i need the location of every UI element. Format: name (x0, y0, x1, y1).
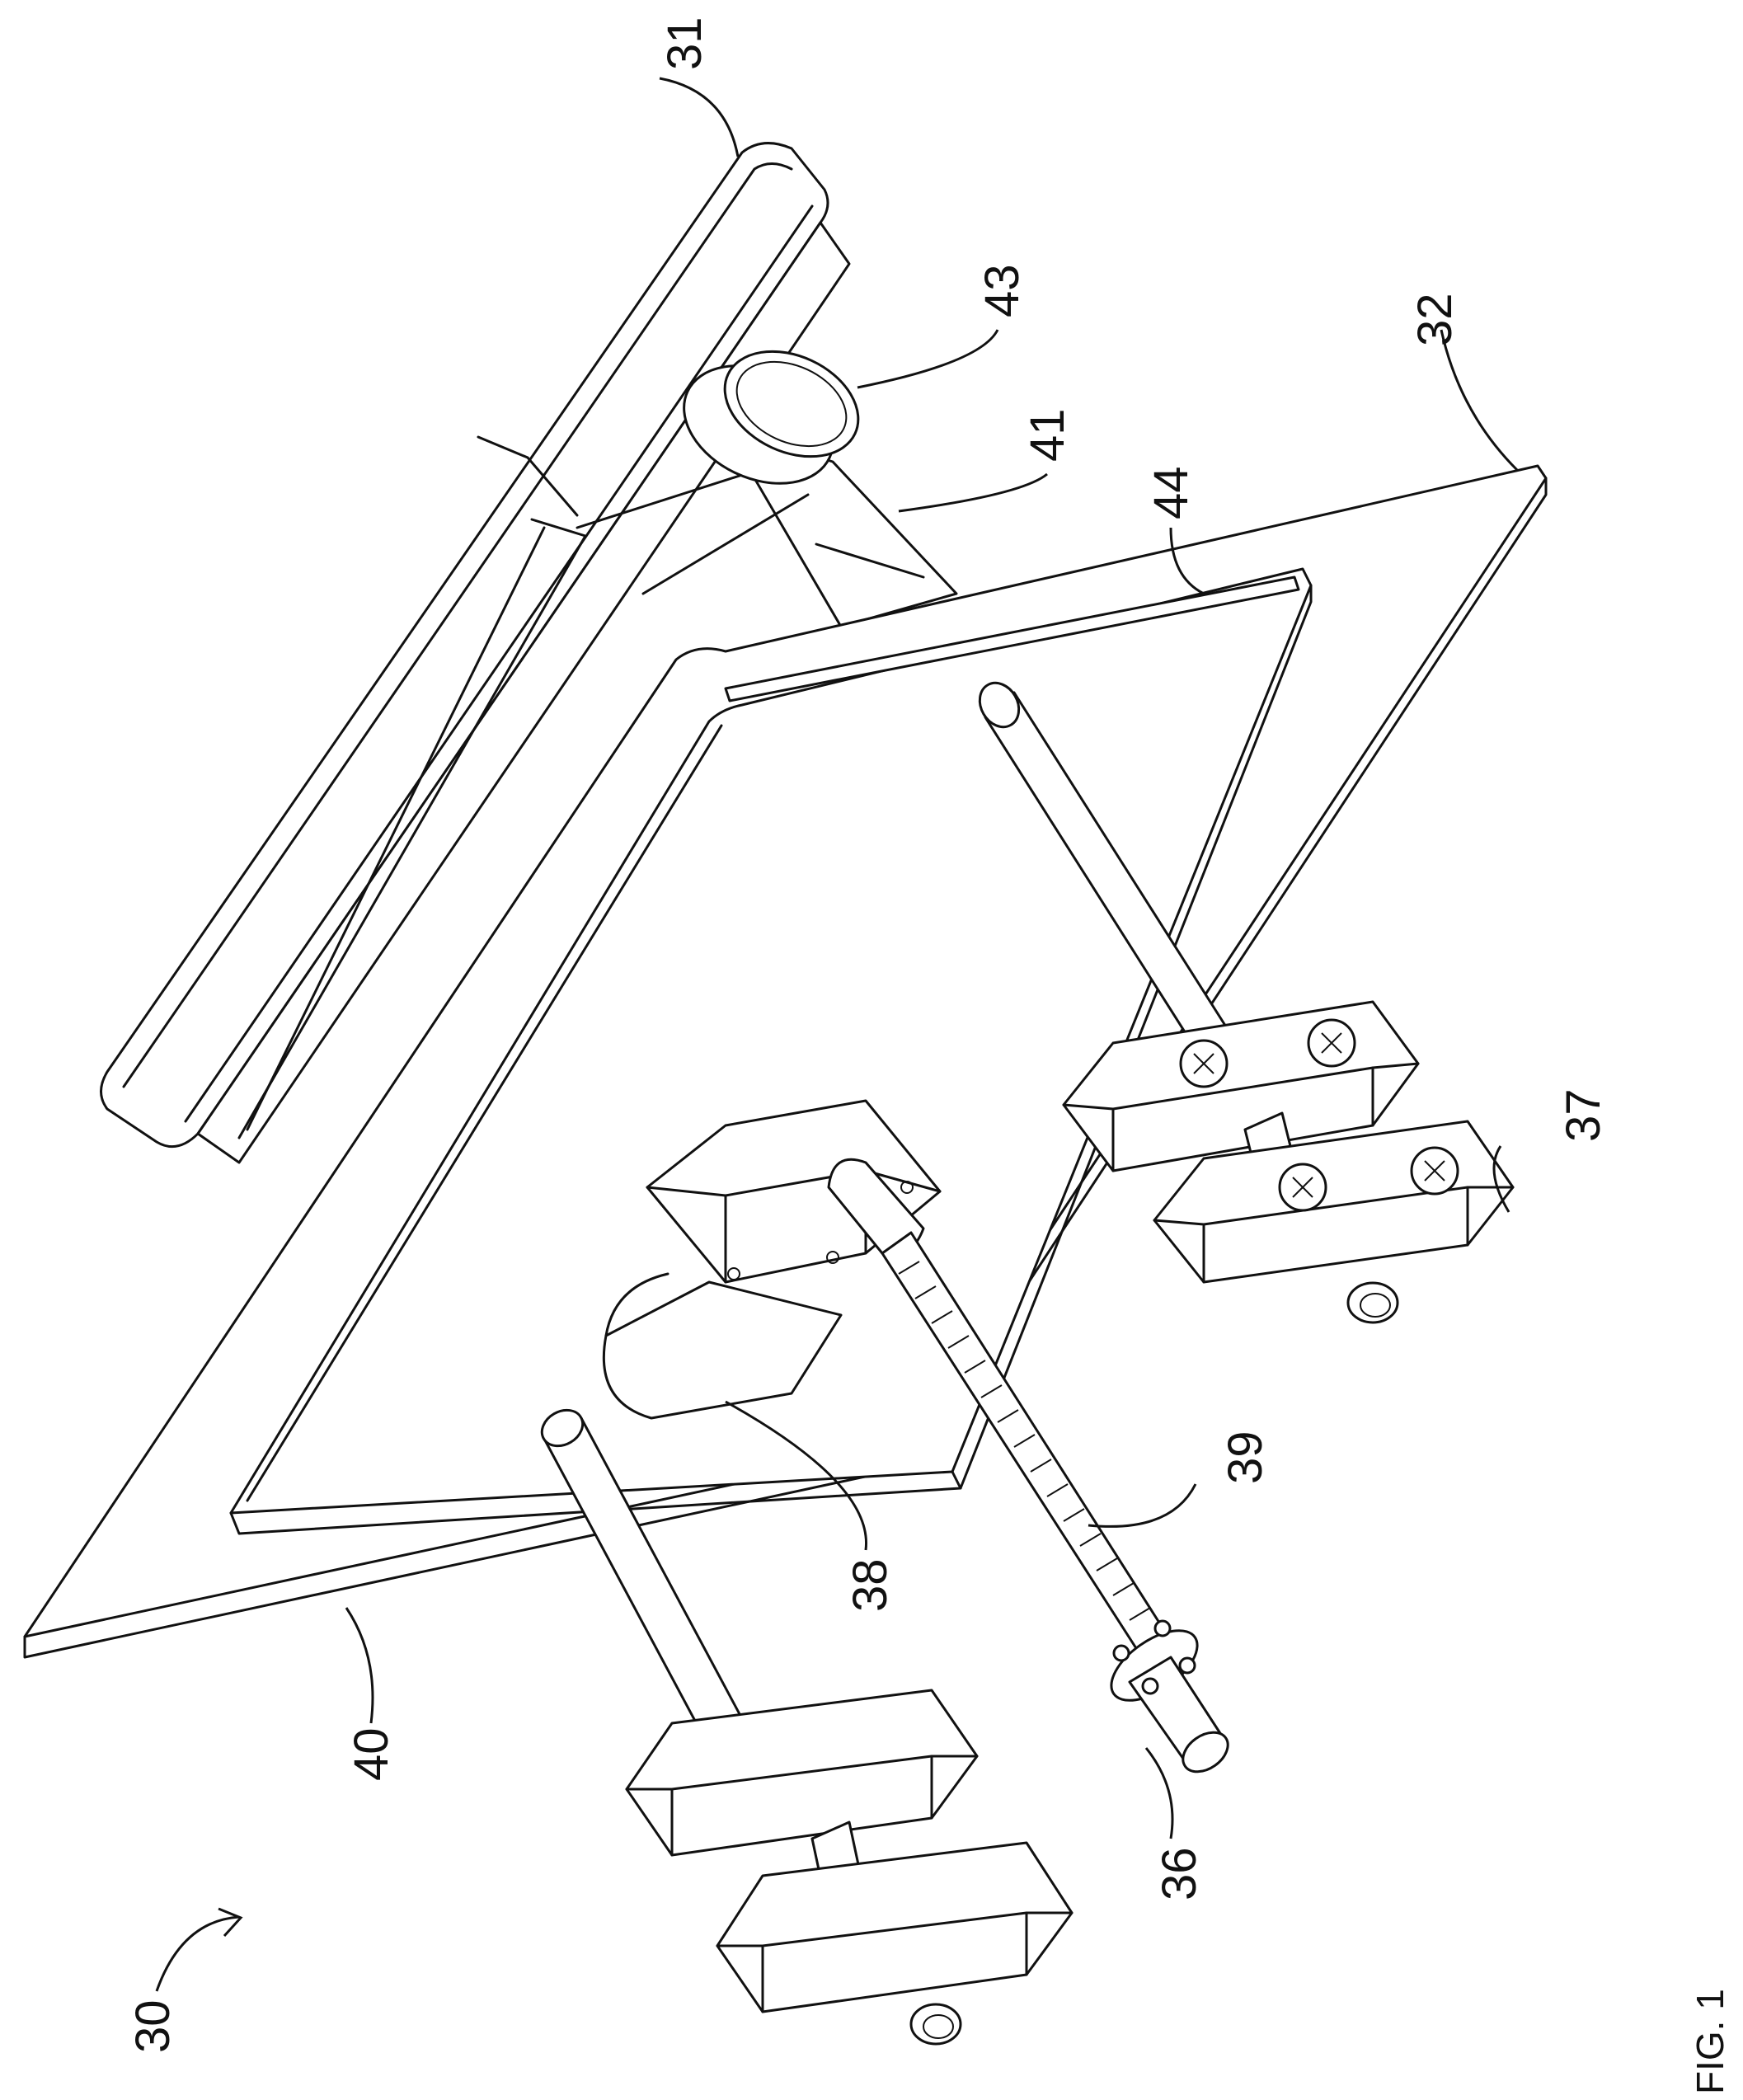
label-32: 32 (1408, 293, 1462, 346)
figure-label: FIG. 1 (1689, 1989, 1731, 2094)
label-41: 41 (1021, 408, 1074, 462)
label-39: 39 (1219, 1431, 1272, 1484)
label-43: 43 (975, 264, 1029, 317)
label-40: 40 (345, 1727, 398, 1781)
ball-screw-nut (1100, 1617, 1235, 1780)
label-31: 31 (658, 16, 712, 70)
guide-block-pair-right (1064, 1002, 1513, 1322)
label-30: 30 (126, 1999, 180, 2053)
label-44: 44 (1144, 466, 1198, 519)
label-38: 38 (843, 1558, 897, 1612)
guide-block-pair-left (627, 1690, 1072, 2044)
label-36: 36 (1153, 1847, 1206, 1900)
label-37: 37 (1557, 1088, 1610, 1142)
